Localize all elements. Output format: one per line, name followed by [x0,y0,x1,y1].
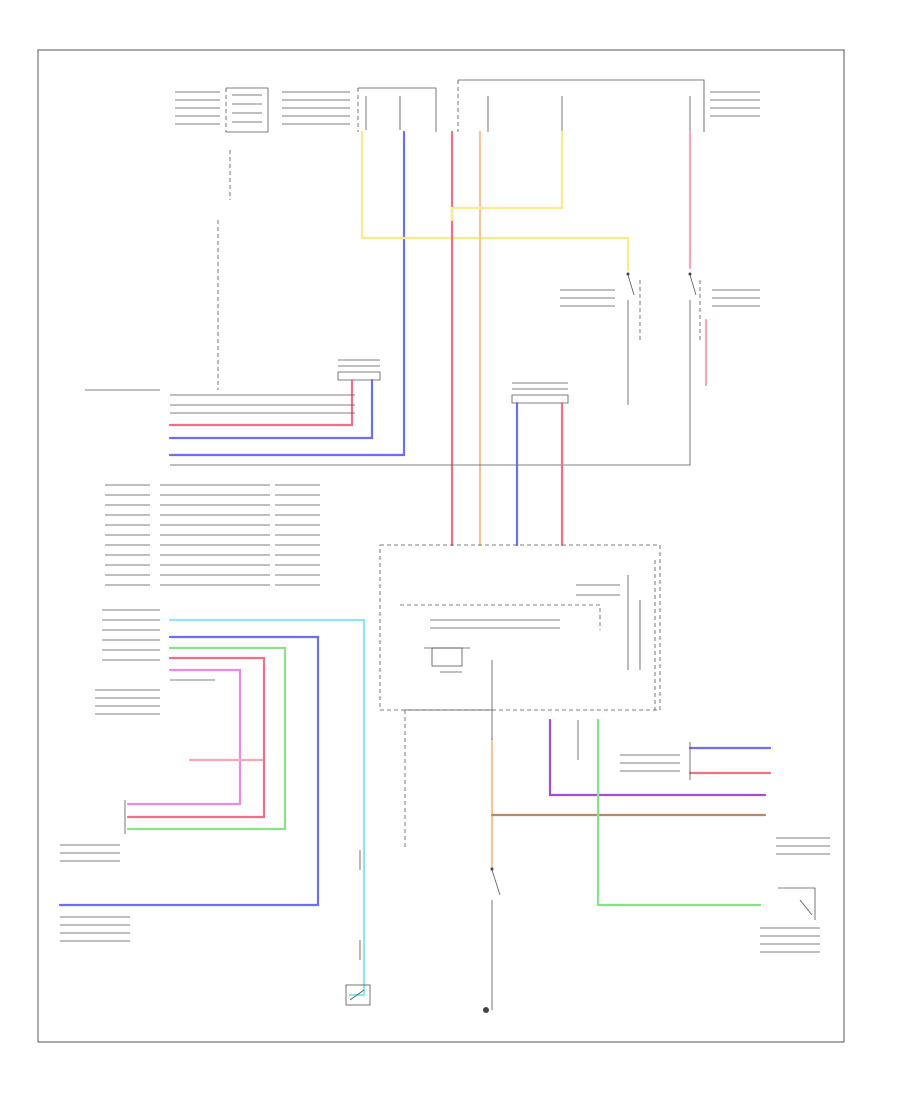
fuse-block-top-right [457,79,760,132]
control-unit-box [379,544,661,711]
wire-fuse-yellow-b [450,130,564,222]
wire-connector-blue [168,378,374,440]
wire-red-left [126,656,266,819]
fuse-block-top-center [282,87,437,132]
left-seat-belt-buckle-switch [345,984,371,1006]
connector-top-center [337,359,381,381]
wire-cyan-long [168,618,366,997]
wire-fuse-yellow-a [360,130,630,272]
diagram-frame [37,49,845,1043]
wire-green-right [596,718,762,907]
wire-purple [548,718,767,797]
wire-blue-left [58,635,320,907]
buzzer [424,647,470,673]
pin-table-left [105,484,320,586]
fuse-block-top-left [175,87,269,390]
right-side-connector [620,742,830,855]
clutch-switch [688,272,760,340]
connector-mid-center [511,382,569,404]
wire-magenta-left [126,668,242,806]
brake-switch [560,272,641,340]
parking-brake-switch [760,887,820,953]
wire-fuse-blue [168,130,406,457]
wire-switch-return [170,340,691,466]
wire-green-left [126,646,287,831]
wire-connector-red [168,378,354,427]
